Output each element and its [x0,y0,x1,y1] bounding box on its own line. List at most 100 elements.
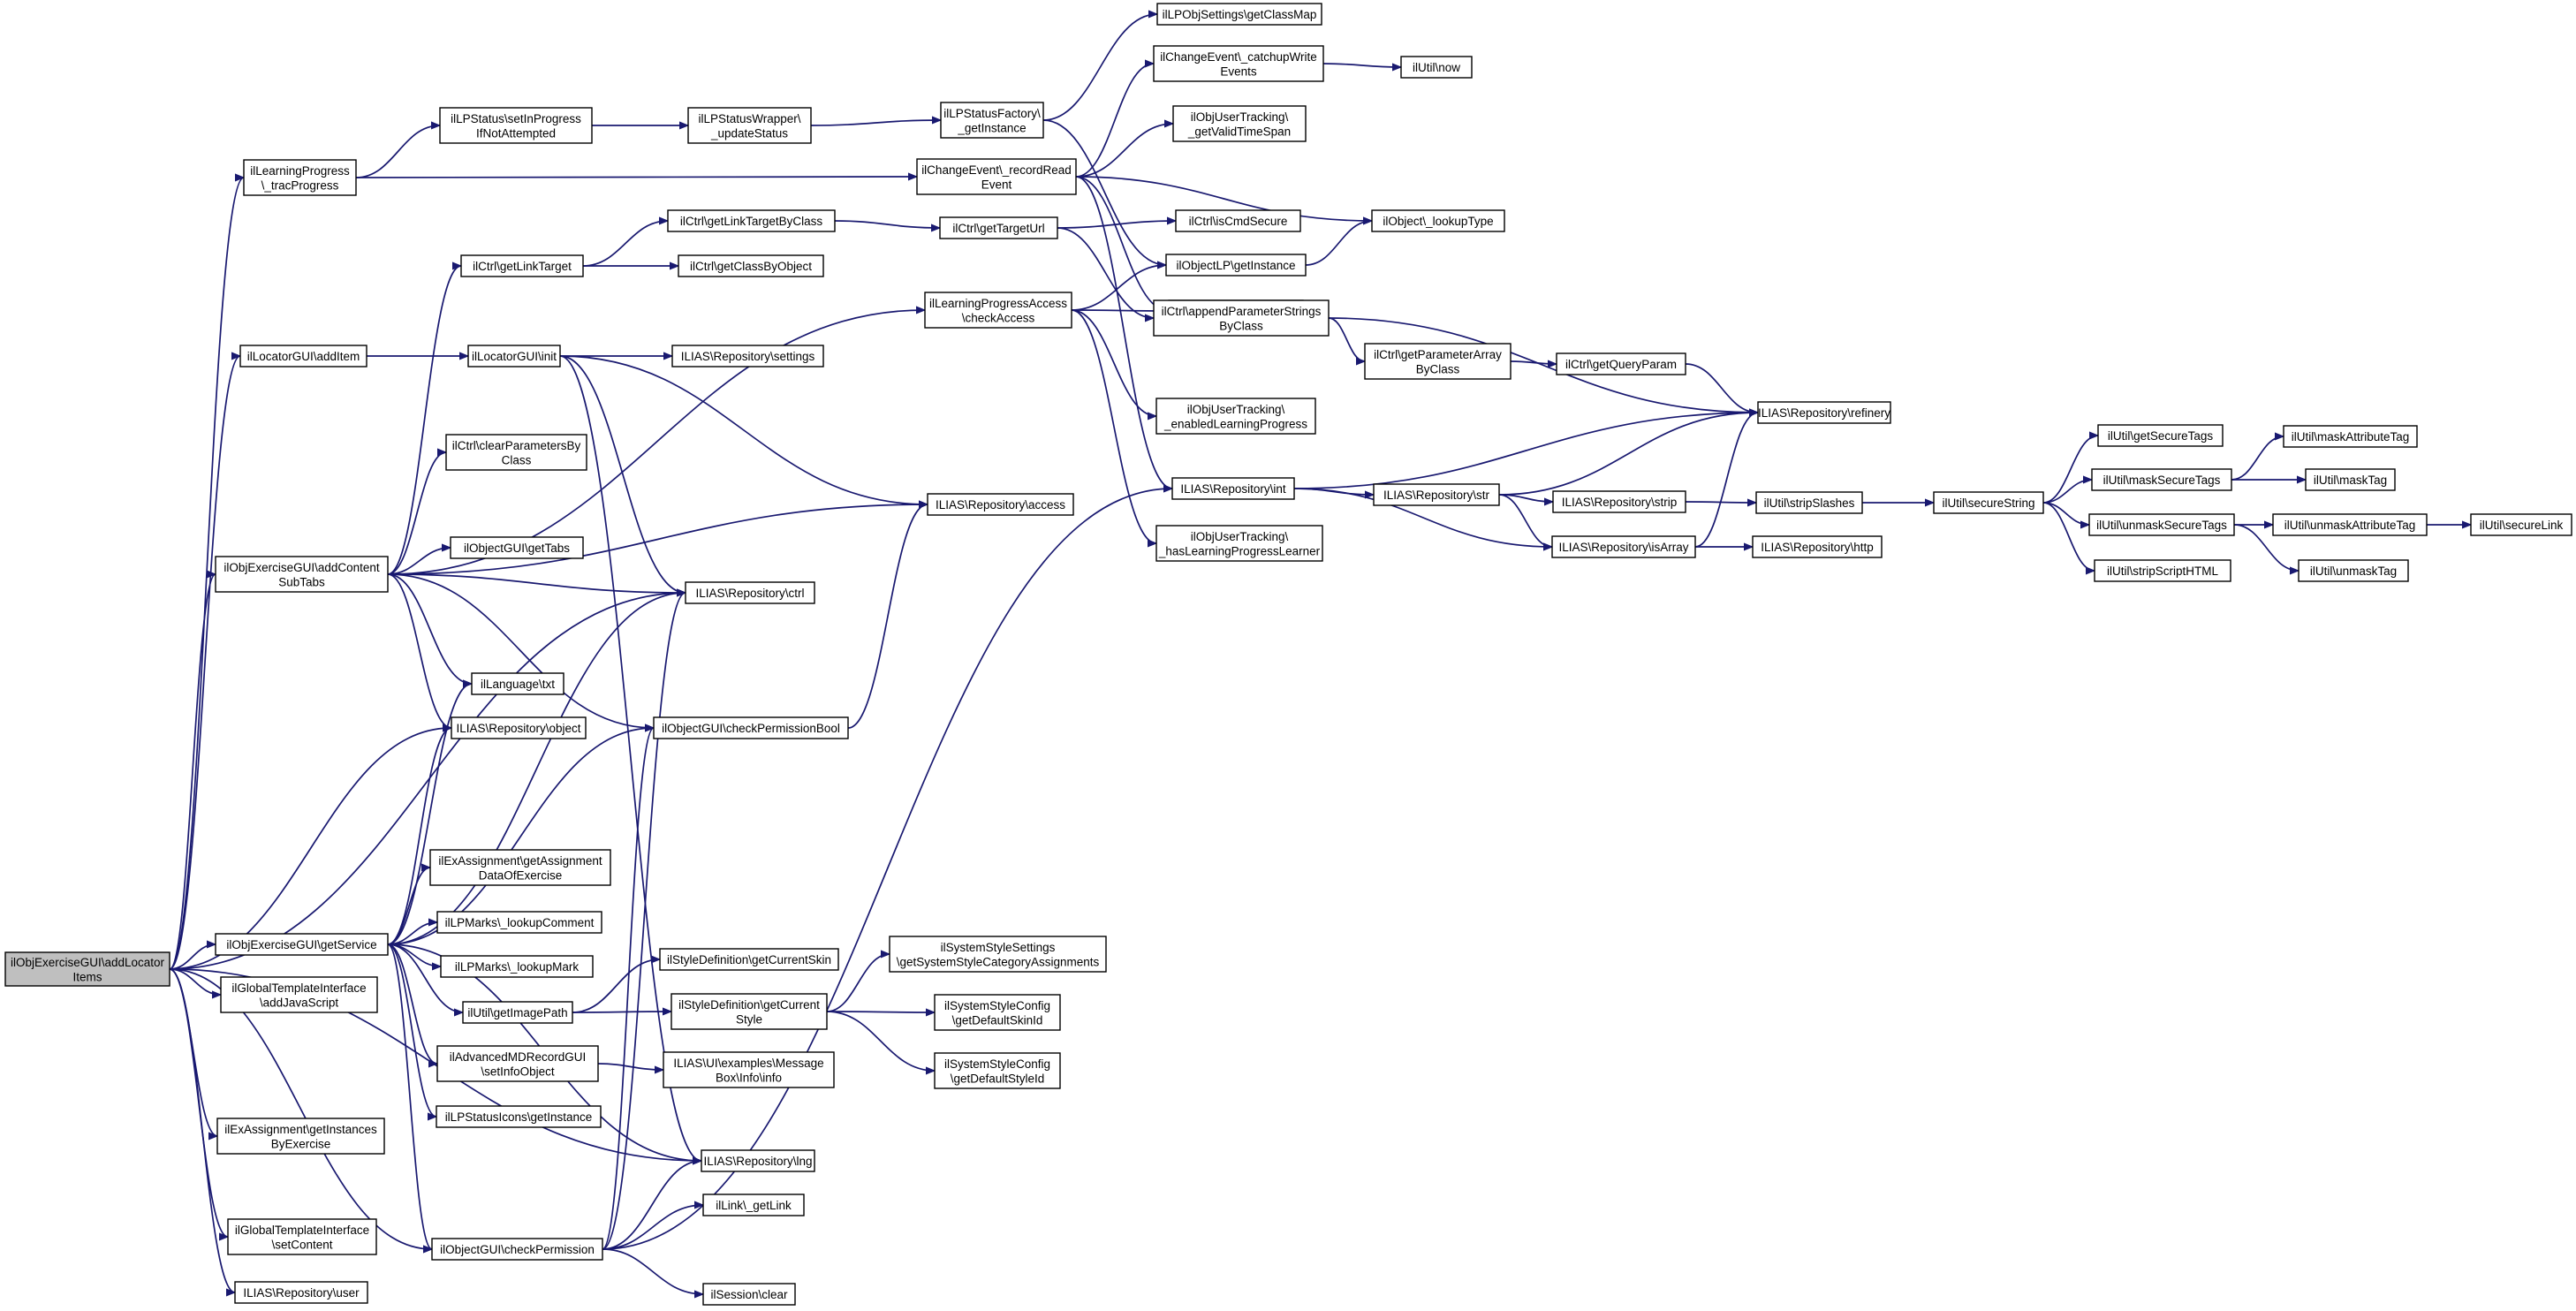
node-util_securelink[interactable]: ilUtil\secureLink [2470,513,2572,536]
node-util_getsecuretags[interactable]: ilUtil\getSecureTags [2097,424,2224,447]
node-repo_settings[interactable]: ILIAS\Repository\settings [671,345,824,368]
edge-util_securestring-to-util_masksecuretags [2042,480,2093,504]
node-lpsw_update[interactable]: ilLPStatusWrapper\_updateStatus [687,107,812,144]
node-ssc_defaultskin[interactable]: ilSystemStyleConfig\getDefaultSkinId [934,994,1061,1031]
node-repo_ctrl[interactable]: ILIAS\Repository\ctrl [685,581,815,604]
node-label-line: ilLPMarks\_lookupComment [445,916,595,929]
node-label-line: ilUtil\now [1413,61,1460,74]
node-locgui_init[interactable]: ilLocatorGUI\init [467,345,561,368]
node-out_validtime[interactable]: ilObjUserTracking\_getValidTimeSpan [1172,105,1307,142]
node-gti_addjs[interactable]: ilGlobalTemplateInterface\addJavaScript [220,976,378,1013]
node-ctrl_getqueryparam[interactable]: ilCtrl\getQueryParam [1556,352,1686,375]
node-box [2094,559,2231,582]
node-objgui_checkperm[interactable]: ilObjectGUI\checkPermission [431,1238,603,1261]
edge-locgui_init-to-repo_ctrl [559,355,686,593]
edge-objlp_getinst-to-obj_lookuptype [1305,221,1373,266]
node-amd_setinfo[interactable]: ilAdvancedMDRecordGUI\setInfoObject [436,1045,599,1082]
node-ctrl_iscmdsecure[interactable]: ilCtrl\isCmdSecure [1175,209,1301,232]
node-obj_lookuptype[interactable]: ilObject\_lookupType [1371,209,1505,232]
node-ctrl_gettargeturl[interactable]: ilCtrl\getTargetUrl [939,216,1058,239]
node-label-line: ilUtil\maskTag [2314,474,2387,487]
node-lp_trac[interactable]: ilLearningProgress\_tracProgress [243,159,357,196]
node-repo_object[interactable]: ILIAS\Repository\object [451,716,587,739]
node-box [667,209,836,232]
node-out_haslplearner[interactable]: ilObjUserTracking\_hasLearningProgressLe… [1155,525,1323,562]
node-repo_strip[interactable]: ILIAS\Repository\strip [1552,490,1686,513]
node-repo_user[interactable]: ILIAS\Repository\user [234,1281,368,1304]
node-util_securestring[interactable]: ilUtil\secureString [1933,491,2044,514]
node-lpsi_getinst[interactable]: ilLPStatusIcons\getInstance [436,1105,602,1128]
node-util_masksecuretags[interactable]: ilUtil\maskSecureTags [2091,468,2232,491]
node-ctrl_classbyobject[interactable]: ilCtrl\getClassByObject [678,254,824,277]
node-ctrl_linktargetbyclass[interactable]: ilCtrl\getLinkTargetByClass [667,209,836,232]
node-label-line: ilLanguage\txt [481,678,555,691]
node-util_maskattrtag[interactable]: ilUtil\maskAttributeTag [2283,425,2418,448]
node-objlp_getinst[interactable]: ilObjectLP\getInstance [1165,254,1307,277]
node-ssc_defaultstyle[interactable]: ilSystemStyleConfig\getDefaultStyleId [934,1052,1061,1089]
node-lpsf_getinst[interactable]: ilLPStatusFactory\_getInstance [940,102,1044,139]
node-util_stripslashes[interactable]: ilUtil\stripSlashes [1755,491,1863,514]
node-repo_lng[interactable]: ILIAS\Repository\lng [701,1149,815,1172]
node-box [1556,352,1686,375]
node-repo_refinery[interactable]: ILIAS\Repository\refinery [1757,401,1891,424]
node-sd_getcurrentskin[interactable]: ilStyleDefinition\getCurrentSkin [659,948,839,971]
node-util_unmasktag[interactable]: ilUtil\unmaskTag [2298,559,2409,582]
edge-ctrl_appendparam-to-repo_refinery [1328,317,1758,413]
node-repo_int[interactable]: ILIAS\Repository\int [1171,477,1295,500]
node-box [701,1149,815,1172]
node-repo_isarray[interactable]: ILIAS\Repository\isArray [1551,535,1696,558]
edge-oexgui_subtabs-to-lpa_checkaccess [387,310,925,575]
node-objgui_checkpermbool[interactable]: ilObjectGUI\checkPermissionBool [653,716,849,739]
edge-root-to-locgui_add [169,356,241,970]
node-repo_access[interactable]: ILIAS\Repository\access [927,493,1074,516]
node-sss_catassign[interactable]: ilSystemStyleSettings\getSystemStyleCate… [889,936,1107,973]
node-label-line: ilObjectGUI\checkPermissionBool [662,722,840,735]
node-lpa_checkaccess[interactable]: ilLearningProgressAccess\checkAccess [924,292,1072,329]
node-ctrl_getlinktarget[interactable]: ilCtrl\getLinkTarget [460,254,584,277]
node-label-line: ILIAS\Repository\lng [703,1155,812,1168]
node-repo_http[interactable]: ILIAS\Repository\http [1752,535,1883,558]
node-util_getimagepath[interactable]: ilUtil\getImagePath [462,1001,573,1024]
node-util_now[interactable]: ilUtil\now [1400,56,1473,79]
node-oexgui_getservice[interactable]: ilObjExerciseGUI\getService [215,933,389,956]
node-lpm_lookupmark[interactable]: ilLPMarks\_lookupMark [440,955,594,978]
node-objgui_gettabs[interactable]: ilObjectGUI\getTabs [450,536,584,559]
node-util_masktag[interactable]: ilUtil\maskTag [2305,468,2396,491]
node-util_stripscript[interactable]: ilUtil\stripScriptHTML [2094,559,2231,582]
edge-root-to-gti_addjs [169,968,222,995]
node-exa_getassigndata[interactable]: ilExAssignment\getAssignmentDataOfExerci… [429,849,611,886]
node-util_unmasksecuretags[interactable]: ilUtil\unmaskSecureTags [2088,513,2235,536]
node-label-line: ilLPMarks\_lookupMark [455,960,580,974]
node-label-line: \getSystemStyleCategoryAssignments [897,955,1100,968]
node-lang_txt[interactable]: ilLanguage\txt [471,672,564,695]
node-label-line: _hasLearningProgressLearner [1158,544,1321,557]
node-box [2283,425,2418,448]
node-util_unmaskattrtag[interactable]: ilUtil\unmaskAttributeTag [2272,513,2428,536]
node-lpm_lookupcomment[interactable]: ilLPMarks\_lookupComment [436,911,602,934]
edge-oexgui_subtabs-to-repo_object [387,573,452,728]
node-link_getlink[interactable]: ilLink\_getLink [702,1194,805,1216]
node-gti_setcontent[interactable]: ilGlobalTemplateInterface\setContent [227,1218,377,1255]
node-repo_str[interactable]: ILIAS\Repository\str [1373,483,1500,506]
node-out_enabledlp[interactable]: ilObjUserTracking\_enabledLearningProgre… [1155,398,1316,435]
node-locgui_add[interactable]: ilLocatorGUI\addItem [239,345,367,368]
node-session_clear[interactable]: ilSession\clear [702,1283,796,1306]
node-box [1757,401,1891,424]
node-box [220,976,378,1013]
node-label-line: ilExAssignment\getAssignment [438,854,602,868]
node-label-line: ilLPStatusFactory\ [943,107,1041,120]
node-box [1752,535,1883,558]
node-box [227,1218,377,1255]
node-lpobj_classmap[interactable]: ilLPObjSettings\getClassMap [1156,3,1322,26]
